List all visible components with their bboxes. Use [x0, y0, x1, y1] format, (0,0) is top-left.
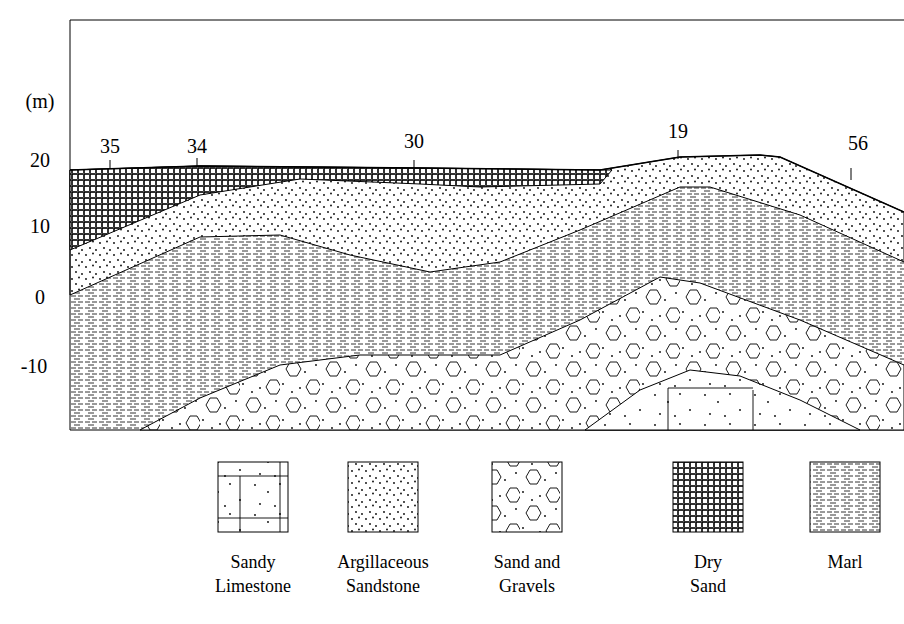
gravel-layer — [140, 277, 904, 430]
legend-swatch — [810, 462, 880, 532]
legend-label: Sand and Gravels — [472, 550, 582, 599]
borehole-number: 56 — [848, 131, 868, 155]
limestone-layer — [585, 370, 860, 430]
legend-label: Sandy Limestone — [198, 550, 308, 599]
borehole-number: 34 — [187, 134, 207, 158]
sandstone-layer — [70, 155, 904, 295]
legend-swatch — [492, 462, 562, 532]
borehole-tick — [110, 150, 851, 180]
borehole-number: 19 — [668, 119, 688, 143]
borehole-number: 35 — [100, 134, 120, 158]
axis-tick-label: 0 — [35, 285, 45, 309]
limestone-pattern — [585, 370, 860, 430]
legend-swatch — [218, 462, 288, 532]
legend-label: Dry Sand — [678, 550, 738, 599]
limestone-joints — [668, 388, 753, 430]
legend-label: Marl — [790, 550, 900, 574]
axis-tick-label: 20 — [30, 148, 50, 172]
axis-unit: (m) — [26, 89, 55, 113]
legend-swatches — [218, 462, 880, 532]
borehole-number: 30 — [404, 129, 424, 153]
gravel-pattern — [140, 277, 904, 430]
axis-tick-label: 10 — [30, 214, 50, 238]
legend-swatch — [673, 462, 743, 532]
dry-sand-pattern — [70, 166, 612, 250]
ground-surface — [70, 155, 904, 212]
legend-swatch — [348, 462, 418, 532]
axis-tick-label: -10 — [21, 354, 48, 378]
frame — [70, 20, 904, 430]
dry-sand-layer — [70, 166, 612, 250]
legend-label: Argillaceous Sandstone — [323, 550, 443, 599]
